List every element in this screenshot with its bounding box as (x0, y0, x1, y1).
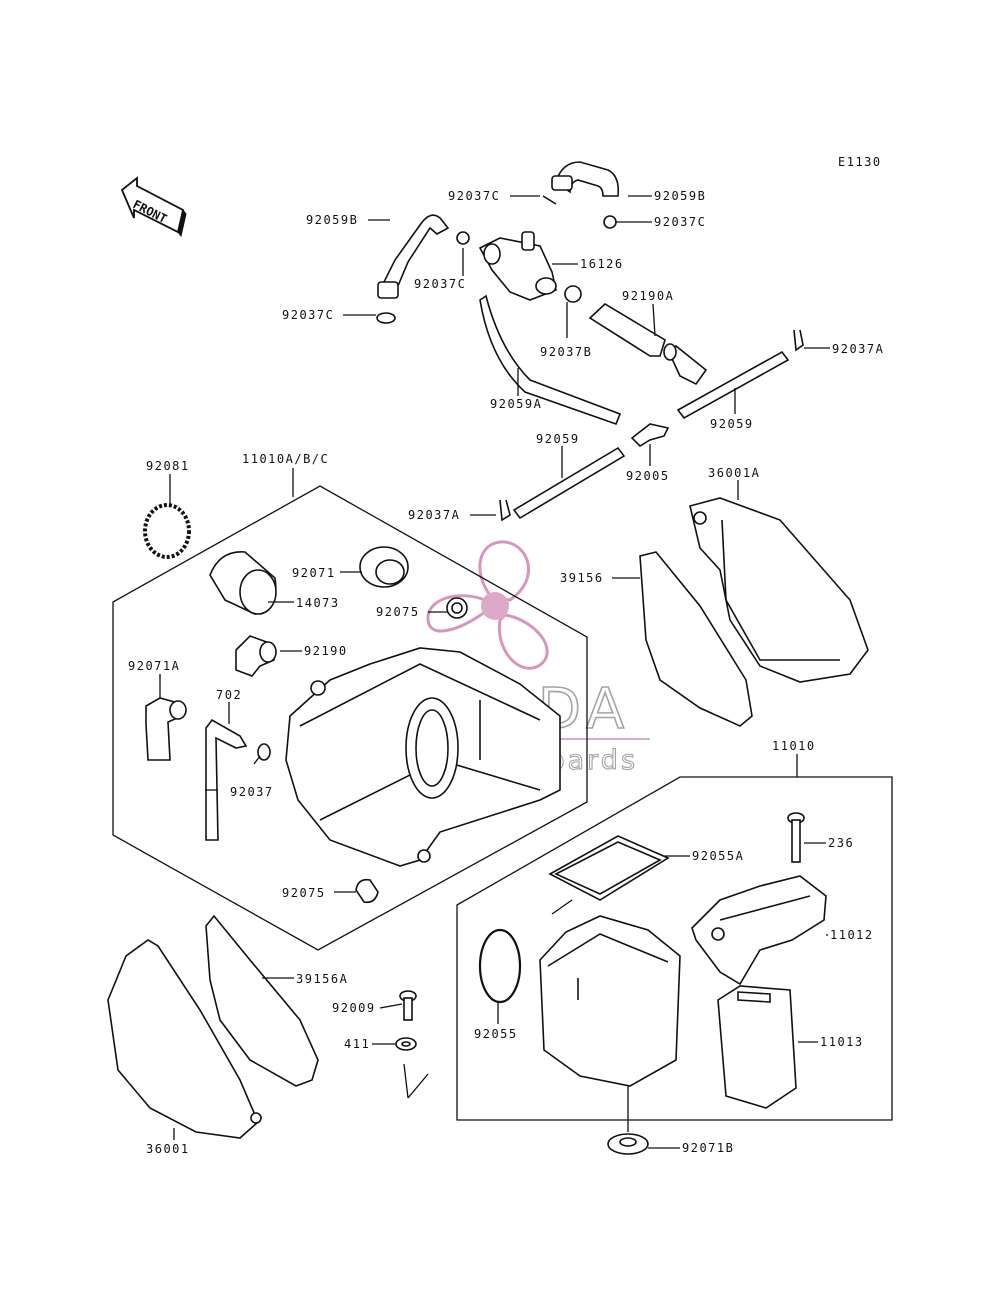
callout-92071b: 92071B (682, 1141, 734, 1155)
callout-92037a-right: 92037A (832, 342, 884, 356)
elbow-92071a (145, 697, 187, 761)
callout-411: 411 (344, 1037, 370, 1051)
hose-92190a (588, 303, 708, 386)
oring-92055 (478, 928, 522, 1004)
callout-92071a: 92071A (128, 659, 180, 673)
front-arrow-icon: FRONT (120, 176, 187, 238)
filter-39156 (639, 551, 753, 727)
callout-14073: 14073 (296, 596, 340, 610)
callout-92190: 92190 (304, 644, 348, 658)
callout-92037c-mid: 92037C (414, 277, 466, 291)
propeller-logo-icon (426, 540, 549, 670)
callout-92081: 92081 (146, 459, 190, 473)
grommet-92071 (359, 546, 409, 588)
hose-92059b-right (551, 161, 620, 197)
callout-92075-upper: 92075 (376, 605, 420, 619)
air-box-housing (285, 647, 561, 867)
callout-92009: 92009 (332, 1001, 376, 1015)
hose-92059a (479, 294, 622, 426)
filter-39156a (205, 914, 319, 1087)
cover-36001a (689, 497, 869, 683)
callout-236: 236 (828, 836, 854, 850)
callout-92037c-right: 92037C (654, 215, 706, 229)
main-box-label: 11010A/B/C (242, 452, 329, 466)
air-cleaner-box: 11010 (456, 739, 893, 1121)
diagram-code: E1130 (838, 155, 882, 169)
callout-92059a: 92059A (490, 397, 542, 411)
grommet-92075-upper (446, 597, 468, 619)
callout-36001a: 36001A (708, 466, 760, 480)
callout-11012: 11012 (830, 928, 874, 942)
callout-92059b-right: 92059B (654, 189, 706, 203)
callout-92037: 92037 (230, 785, 274, 799)
lower-box-label: 11010 (772, 739, 816, 753)
grommet-92075-lower (355, 878, 379, 904)
grommet-92071b (607, 1086, 649, 1155)
callout-92071: 92071 (292, 566, 336, 580)
bolt-236 (787, 812, 805, 863)
callout-92190a: 92190A (622, 289, 674, 303)
fitting-92005 (630, 423, 670, 448)
main-assembly-box: 11010A/B/C (112, 452, 588, 951)
hose-92059b-left (377, 214, 450, 299)
valve-16126 (478, 231, 557, 301)
callout-36001: 36001 (146, 1142, 190, 1156)
callout-39156a: 39156A (296, 972, 348, 986)
cover-36001 (107, 939, 262, 1139)
callout-92055: 92055 (474, 1027, 518, 1041)
callout-labels: 92037C 92059B 92037C 92059B 92037C 16126… (128, 189, 884, 1156)
case-lower (539, 915, 681, 1087)
bolt-92009 (399, 990, 417, 1021)
band-92081 (143, 503, 191, 559)
callout-92075-lower: 92075 (282, 886, 326, 900)
callout-92055a: 92055A (692, 849, 744, 863)
callout-11013: 11013 (820, 1035, 864, 1049)
duct-14073 (209, 551, 277, 615)
washer-411 (395, 1037, 429, 1099)
hose-92059-center (512, 446, 626, 520)
callout-92037c-top: 92037C (448, 189, 500, 203)
case-11012 (691, 875, 827, 986)
ring-92037 (257, 743, 271, 761)
callout-92037a-left: 92037A (408, 508, 460, 522)
callout-39156: 39156 (560, 571, 604, 585)
element-11013 (717, 985, 797, 1109)
callout-92059-center: 92059 (536, 432, 580, 446)
pipe-702 (205, 718, 248, 841)
hose-92059-right (676, 350, 790, 420)
callout-92037c-left: 92037C (282, 308, 334, 322)
callout-92037b: 92037B (540, 345, 592, 359)
callout-92005: 92005 (626, 469, 670, 483)
callout-92059b-left: 92059B (306, 213, 358, 227)
elbow-92190 (235, 635, 277, 677)
callout-702: 702 (216, 688, 242, 702)
gasket-92055a (548, 835, 670, 901)
callout-92059-right: 92059 (710, 417, 754, 431)
leader-lines (159, 195, 830, 1149)
callout-16126: 16126 (580, 257, 624, 271)
